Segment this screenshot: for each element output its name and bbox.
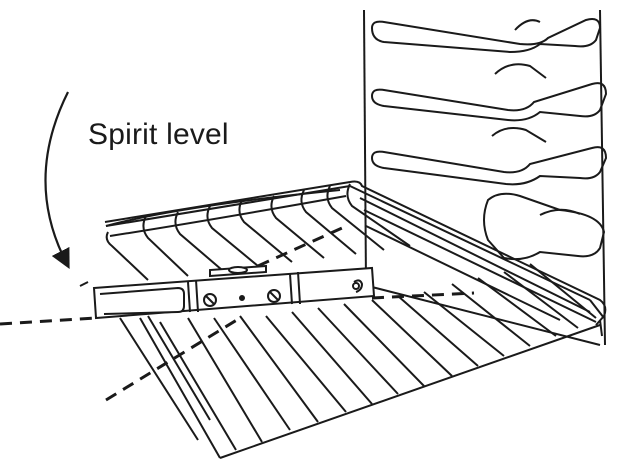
- rack-crosswire: [105, 189, 347, 237]
- rack-rod: [359, 197, 597, 323]
- screw-head-icon: [267, 289, 281, 303]
- curved-arrow-icon: [44, 91, 70, 270]
- shelf-runner: [370, 127, 608, 186]
- wire-rack: [79, 180, 607, 459]
- shelf-runner: [370, 18, 602, 54]
- shelf-runner: [483, 192, 606, 261]
- spirit-level: [92, 264, 376, 320]
- shelf-runner: [370, 63, 608, 122]
- rack-rod: [119, 263, 597, 451]
- bubble-vial-icon: [209, 264, 267, 278]
- oven-side-wall: [363, 9, 608, 346]
- spirit-level-label: Spirit level: [88, 118, 229, 151]
- alignment-lines: [0, 226, 475, 402]
- screw-head-icon: [203, 293, 217, 307]
